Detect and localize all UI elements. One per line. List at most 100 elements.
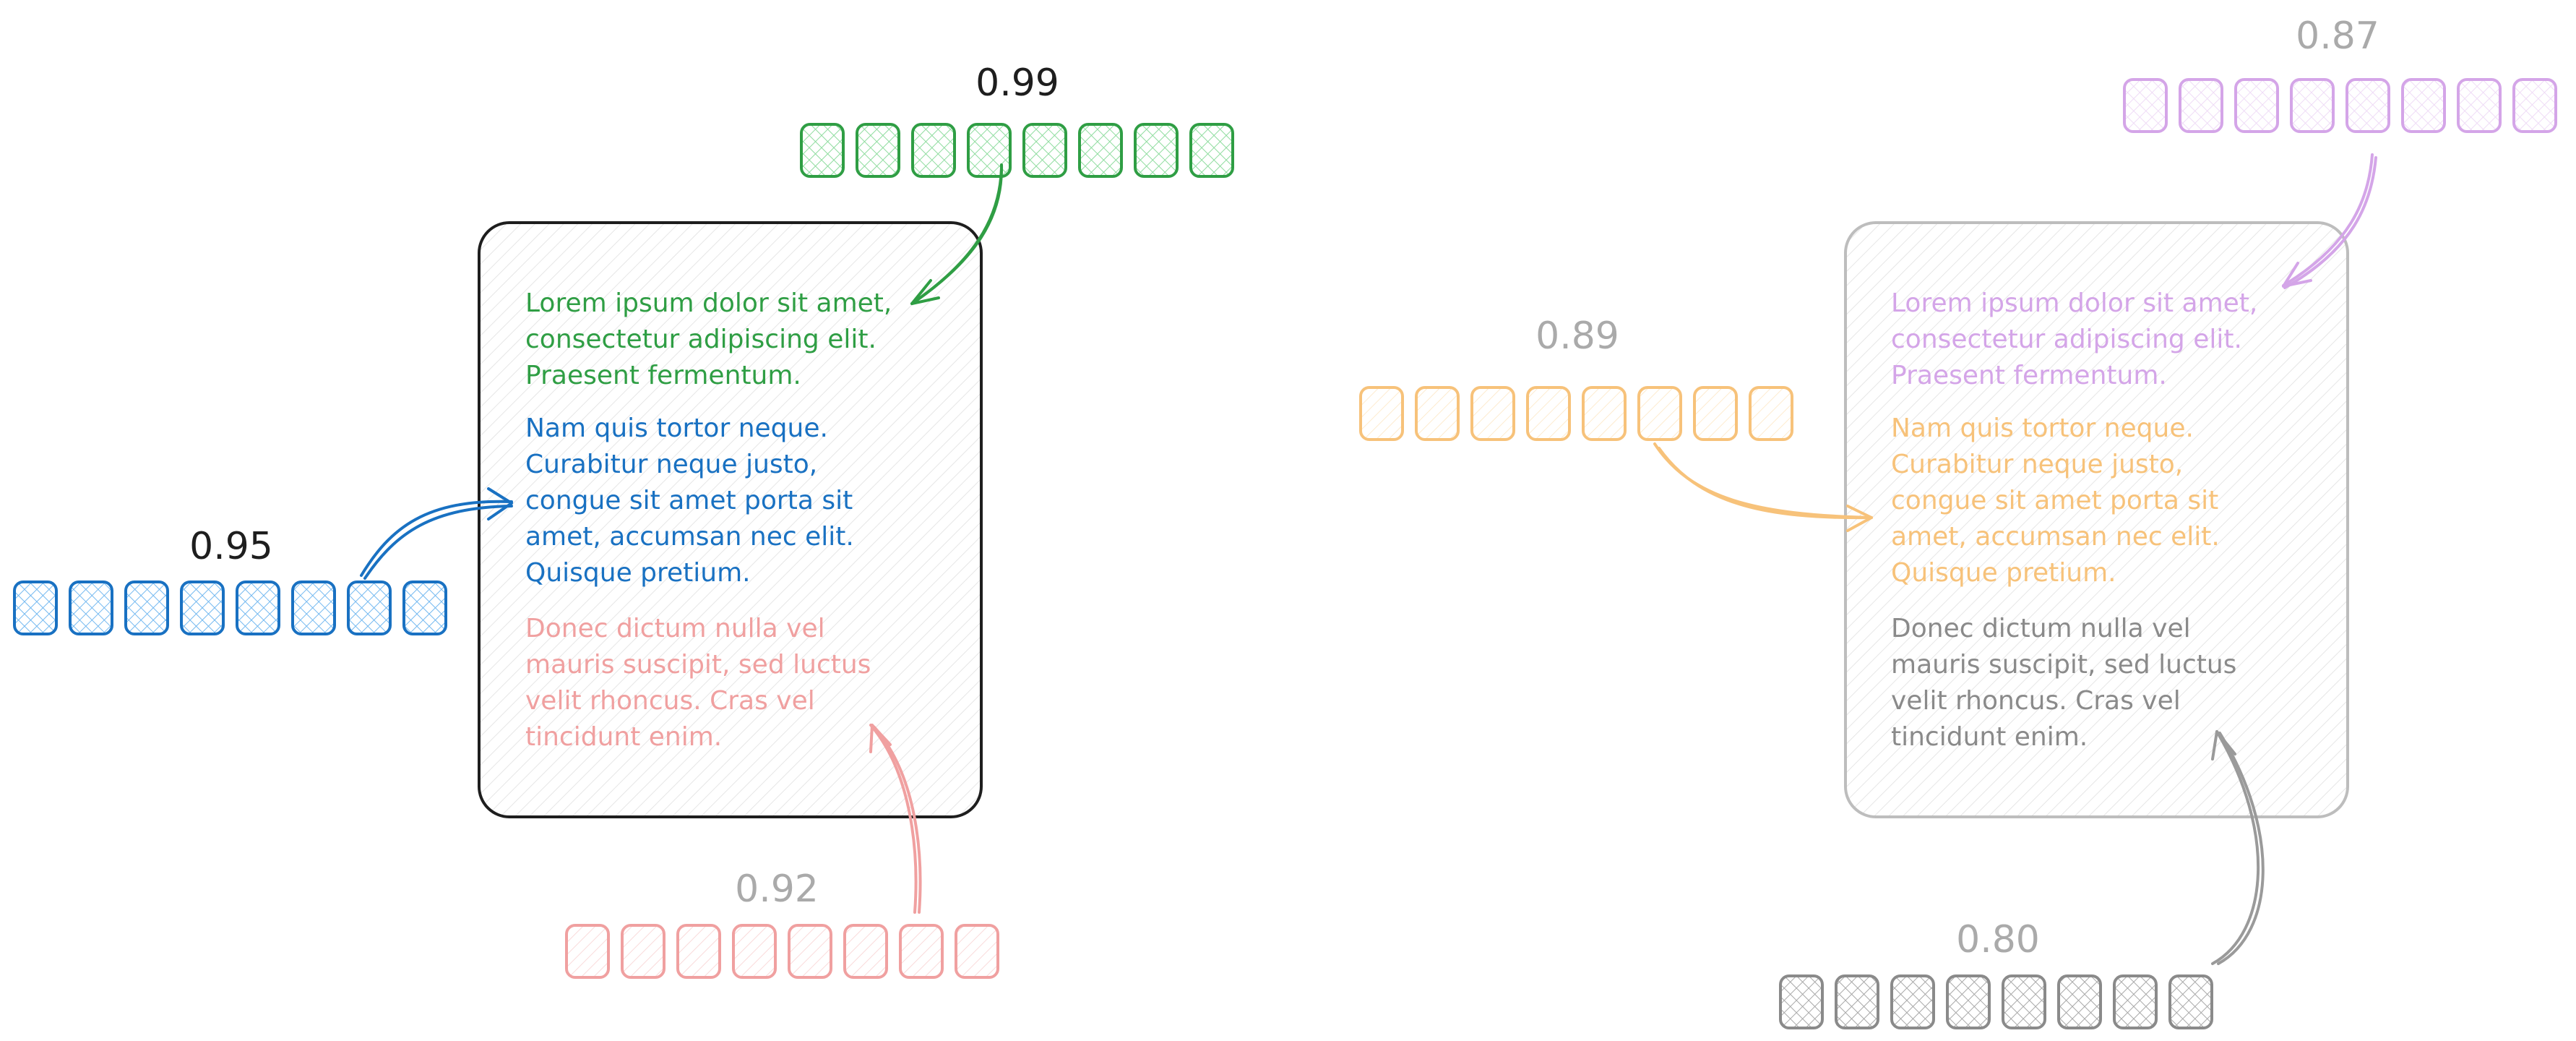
left-paragraph-2: Nam quis tortor neque. Curabitur neque j… (525, 414, 862, 588)
gray-token-1 (1779, 974, 1824, 1029)
green-score-label: 0.99 (975, 61, 1059, 105)
left-p2-line-4: amet, accumsan nec elit. (525, 522, 854, 552)
green-token-1 (800, 123, 845, 178)
pink-token-8 (955, 924, 999, 979)
orange-token-7 (1693, 386, 1738, 441)
pink-token-2 (621, 924, 665, 979)
orange-token-1 (1359, 386, 1404, 441)
pink-token-1 (565, 924, 610, 979)
left-paragraph-3: Donec dictum nulla vel mauris suscipit, … (525, 614, 879, 752)
blue-arrow (360, 487, 513, 580)
orange-token-2 (1415, 386, 1460, 441)
purple-token-row (2123, 78, 2557, 133)
left-document-card (478, 221, 983, 818)
right-panel: Lorem ipsum dolor sit amet, consectetur … (1359, 14, 2557, 1029)
left-p2-line-5: Quisque pretium. (525, 558, 751, 588)
green-token-4 (967, 123, 1012, 178)
purple-token-2 (2179, 78, 2223, 133)
gray-score-label: 0.80 (1956, 918, 2040, 961)
pink-token-row (565, 924, 999, 979)
gray-token-8 (2168, 974, 2213, 1029)
right-p3-line-4: tincidunt enim. (1891, 722, 2088, 752)
right-p1-line-1: Lorem ipsum dolor sit amet, (1891, 288, 2257, 318)
right-p2-line-1: Nam quis tortor neque. (1891, 414, 2194, 443)
purple-token-3 (2234, 78, 2279, 133)
green-token-5 (1022, 123, 1067, 178)
blue-token-7 (347, 581, 392, 635)
right-p3-line-2: mauris suscipit, sed luctus (1891, 650, 2236, 680)
gray-token-2 (1835, 974, 1879, 1029)
pink-token-5 (788, 924, 832, 979)
left-p1-line-1: Lorem ipsum dolor sit amet, (525, 288, 892, 318)
blue-token-8 (402, 581, 447, 635)
left-paragraph-1: Lorem ipsum dolor sit amet, consectetur … (525, 288, 900, 390)
green-token-2 (856, 123, 900, 178)
purple-token-5 (2345, 78, 2390, 133)
pink-token-3 (676, 924, 721, 979)
orange-arrow (1653, 442, 1873, 532)
green-token-7 (1134, 123, 1179, 178)
orange-token-row (1359, 386, 1793, 441)
blue-token-5 (236, 581, 280, 635)
pink-arrow (869, 724, 922, 914)
purple-token-6 (2401, 78, 2446, 133)
pink-score-label: 0.92 (735, 868, 819, 911)
green-arrow (910, 163, 1004, 305)
purple-token-1 (2123, 78, 2168, 133)
right-p2-line-2: Curabitur neque justo, (1891, 450, 2183, 479)
gray-token-3 (1890, 974, 1935, 1029)
left-p2-line-1: Nam quis tortor neque. (525, 414, 828, 443)
right-p3-line-1: Donec dictum nulla vel (1891, 614, 2191, 643)
orange-token-3 (1470, 386, 1515, 441)
right-paragraph-1: Lorem ipsum dolor sit amet, consectetur … (1891, 288, 2266, 390)
blue-token-3 (124, 581, 169, 635)
left-panel: Lorem ipsum dolor sit amet, consectetur … (13, 61, 1234, 979)
gray-token-6 (2057, 974, 2102, 1029)
gray-arrow (2211, 730, 2265, 965)
right-p3-line-3: velit rhoncus. Cras vel (1891, 686, 2181, 716)
left-p2-line-3: congue sit amet porta sit (525, 486, 853, 515)
right-p2-line-3: congue sit amet porta sit (1891, 486, 2218, 515)
blue-token-6 (291, 581, 336, 635)
pink-token-7 (899, 924, 944, 979)
orange-token-6 (1637, 386, 1682, 441)
left-p1-line-2: consectetur adipiscing elit. (525, 325, 876, 354)
green-token-6 (1078, 123, 1123, 178)
left-p3-line-1: Donec dictum nulla vel (525, 614, 825, 643)
orange-score-label: 0.89 (1535, 314, 1619, 358)
purple-token-4 (2290, 78, 2335, 133)
right-p2-line-4: amet, accumsan nec elit. (1891, 522, 2220, 552)
gray-token-7 (2113, 974, 2158, 1029)
green-token-row (800, 123, 1234, 178)
blue-token-2 (69, 581, 113, 635)
gray-token-5 (2002, 974, 2046, 1029)
green-token-8 (1189, 123, 1234, 178)
left-p2-line-2: Curabitur neque justo, (525, 450, 817, 479)
pink-token-4 (732, 924, 777, 979)
gray-token-row (1779, 974, 2213, 1029)
right-p2-line-5: Quisque pretium. (1891, 558, 2116, 588)
gray-token-4 (1946, 974, 1991, 1029)
orange-token-8 (1749, 386, 1793, 441)
right-document-card (1844, 221, 2349, 818)
purple-token-8 (2512, 78, 2557, 133)
purple-arrow (2282, 153, 2377, 289)
blue-token-1 (13, 581, 58, 635)
left-p1-line-3: Praesent fermentum. (525, 361, 801, 390)
purple-score-label: 0.87 (2296, 14, 2379, 58)
purple-token-7 (2457, 78, 2502, 133)
green-token-3 (911, 123, 956, 178)
right-p1-line-3: Praesent fermentum. (1891, 361, 2167, 390)
orange-token-5 (1582, 386, 1627, 441)
left-p3-line-2: mauris suscipit, sed luctus (525, 650, 871, 680)
right-paragraph-2: Nam quis tortor neque. Curabitur neque j… (1891, 414, 2228, 588)
left-p3-line-4: tincidunt enim. (525, 722, 722, 752)
left-p3-line-3: velit rhoncus. Cras vel (525, 686, 815, 716)
blue-token-4 (180, 581, 225, 635)
pink-token-6 (843, 924, 888, 979)
right-paragraph-3: Donec dictum nulla vel mauris suscipit, … (1891, 614, 2245, 752)
blue-token-row (13, 581, 447, 635)
right-p1-line-2: consectetur adipiscing elit. (1891, 325, 2242, 354)
blue-score-label: 0.95 (189, 525, 273, 568)
